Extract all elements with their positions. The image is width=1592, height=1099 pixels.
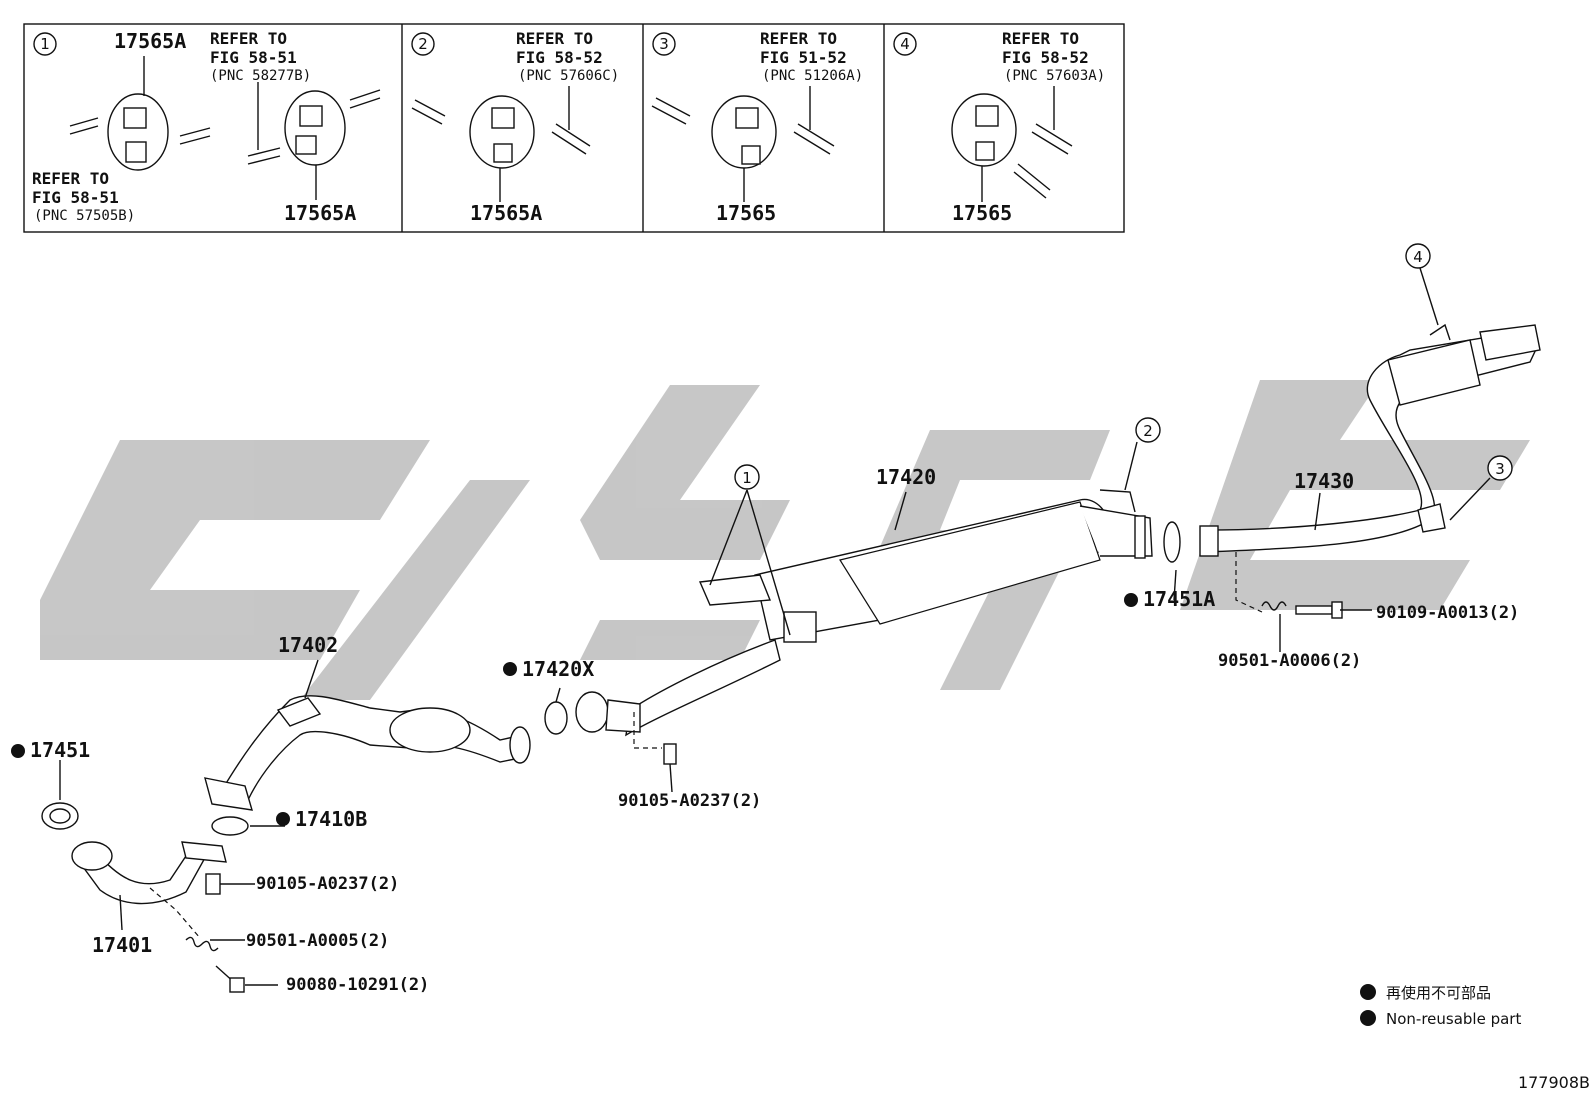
callout-number: 4 — [1413, 248, 1423, 266]
hanger-rod-icon — [69, 82, 381, 165]
exhaust-pipe-17401 — [71, 841, 245, 993]
part-label-17565a: 17565A — [470, 201, 542, 225]
refer-title: REFER TO — [210, 29, 287, 48]
part-label-17402: 17402 — [278, 633, 338, 657]
refer-pnc: (PNC 57505B) — [34, 208, 135, 224]
hanger-rod-icon — [411, 86, 591, 155]
part-label-17565: 17565 — [716, 201, 776, 225]
refer-title: REFER TO — [32, 169, 109, 188]
inset-2: 2 REFER TO FIG 58-52 (PNC 57606C) 17565A — [411, 29, 619, 225]
callout-number: 2 — [1143, 422, 1153, 440]
refer-pnc: (PNC 57606C) — [518, 68, 619, 84]
inset-4: 4 REFER TO FIG 58-52 (PNC 57603A) 17565 — [893, 29, 1105, 225]
refer-title: REFER TO — [1002, 29, 1079, 48]
leader-lines — [59, 267, 1491, 986]
legend-jp: 再使用不可部品 — [1386, 984, 1491, 1002]
exhaust-assembly — [41, 323, 1541, 993]
part-label-17451: 17451 — [30, 738, 90, 762]
non-reusable-dot-icon — [503, 662, 517, 676]
refer-pnc: (PNC 57603A) — [1004, 68, 1105, 84]
rubber-hanger-icon — [107, 56, 169, 171]
non-reusable-dot-icon — [1124, 593, 1138, 607]
part-label-17401: 17401 — [92, 933, 152, 957]
legend-en: Non-reusable part — [1386, 1010, 1521, 1028]
callout-3: 3 — [1487, 455, 1513, 481]
inset-number: 1 — [40, 35, 50, 53]
refer-fig: FIG 51-52 — [760, 48, 847, 67]
refer-title: REFER TO — [760, 29, 837, 48]
part-label-17420: 17420 — [876, 465, 936, 489]
refer-title: REFER TO — [516, 29, 593, 48]
refer-pnc: (PNC 51206A) — [762, 68, 863, 84]
rubber-hanger-icon — [711, 95, 777, 202]
non-reusable-dot-icon — [1360, 1010, 1376, 1026]
callout-circle — [33, 32, 57, 56]
callout-circle — [652, 32, 676, 56]
callout-circle — [893, 32, 917, 56]
legend: 再使用不可部品 Non-reusable part — [1360, 984, 1521, 1028]
front-pipe-17402 — [204, 695, 531, 811]
refer-fig: FIG 58-51 — [210, 48, 297, 67]
part-label-17565a: 17565A — [114, 29, 186, 53]
flange-17420x-icon — [544, 691, 677, 765]
bolt-label-90080: 90080-10291(2) — [286, 975, 429, 995]
non-reusable-dot-icon — [11, 744, 25, 758]
inset-number: 4 — [900, 35, 910, 53]
non-reusable-dot-icon — [276, 812, 290, 826]
tail-pipe-17430 — [1199, 323, 1541, 557]
part-label-17565: 17565 — [952, 201, 1012, 225]
bolt-spring-assembly-icon — [1235, 552, 1343, 619]
part-labels: 17420 17430 17451A 17420X 17402 17451 17… — [11, 465, 1519, 995]
part-label-17565a: 17565A — [284, 201, 356, 225]
non-reusable-dot-icon — [1360, 984, 1376, 1000]
rubber-hanger-icon — [284, 90, 346, 200]
inset-3: 3 REFER TO FIG 51-52 (PNC 51206A) 17565 — [651, 29, 863, 225]
refer-fig: FIG 58-51 — [32, 188, 119, 207]
bolt-label-90105-mid: 90105-A0237(2) — [618, 791, 761, 811]
spring-label-90501-6: 90501-A0006(2) — [1218, 651, 1361, 671]
gasket-17451-icon — [41, 802, 79, 830]
refer-fig: FIG 58-52 — [1002, 48, 1089, 67]
figure-code: 177908B — [1518, 1073, 1590, 1092]
part-label-17430: 17430 — [1294, 469, 1354, 493]
spring-label-90501-5: 90501-A0005(2) — [246, 931, 389, 951]
hanger-rod-icon — [651, 86, 835, 155]
inset-panel: 1 17565A REFER TO FIG 58-51 (PNC 58277B)… — [23, 23, 1125, 233]
callout-number: 1 — [742, 469, 752, 487]
rubber-hanger-icon — [951, 93, 1017, 202]
gasket-17451a-icon — [1163, 521, 1181, 563]
callout-2: 2 — [1135, 417, 1161, 443]
callout-4: 4 — [1405, 243, 1431, 269]
bolt-label-90105-low: 90105-A0237(2) — [256, 874, 399, 894]
callout-number: 3 — [1495, 460, 1505, 478]
part-label-17410b: 17410B — [295, 807, 367, 831]
refer-fig: FIG 58-52 — [516, 48, 603, 67]
center-muffler-17420 — [625, 489, 1153, 737]
refer-pnc: (PNC 58277B) — [210, 68, 311, 84]
callout-1: 1 — [734, 464, 760, 490]
hanger-rod-icon — [1013, 86, 1073, 199]
bolt-label-90109: 90109-A0013(2) — [1376, 603, 1519, 623]
inset-1: 1 17565A REFER TO FIG 58-51 (PNC 58277B)… — [32, 29, 381, 225]
part-label-17451a: 17451A — [1143, 587, 1215, 611]
callout-circle — [411, 32, 435, 56]
rubber-hanger-icon — [469, 95, 535, 202]
gasket-17410b-icon — [211, 816, 249, 836]
inset-number: 3 — [659, 35, 669, 53]
inset-number: 2 — [418, 35, 428, 53]
part-label-17420x: 17420X — [522, 657, 594, 681]
